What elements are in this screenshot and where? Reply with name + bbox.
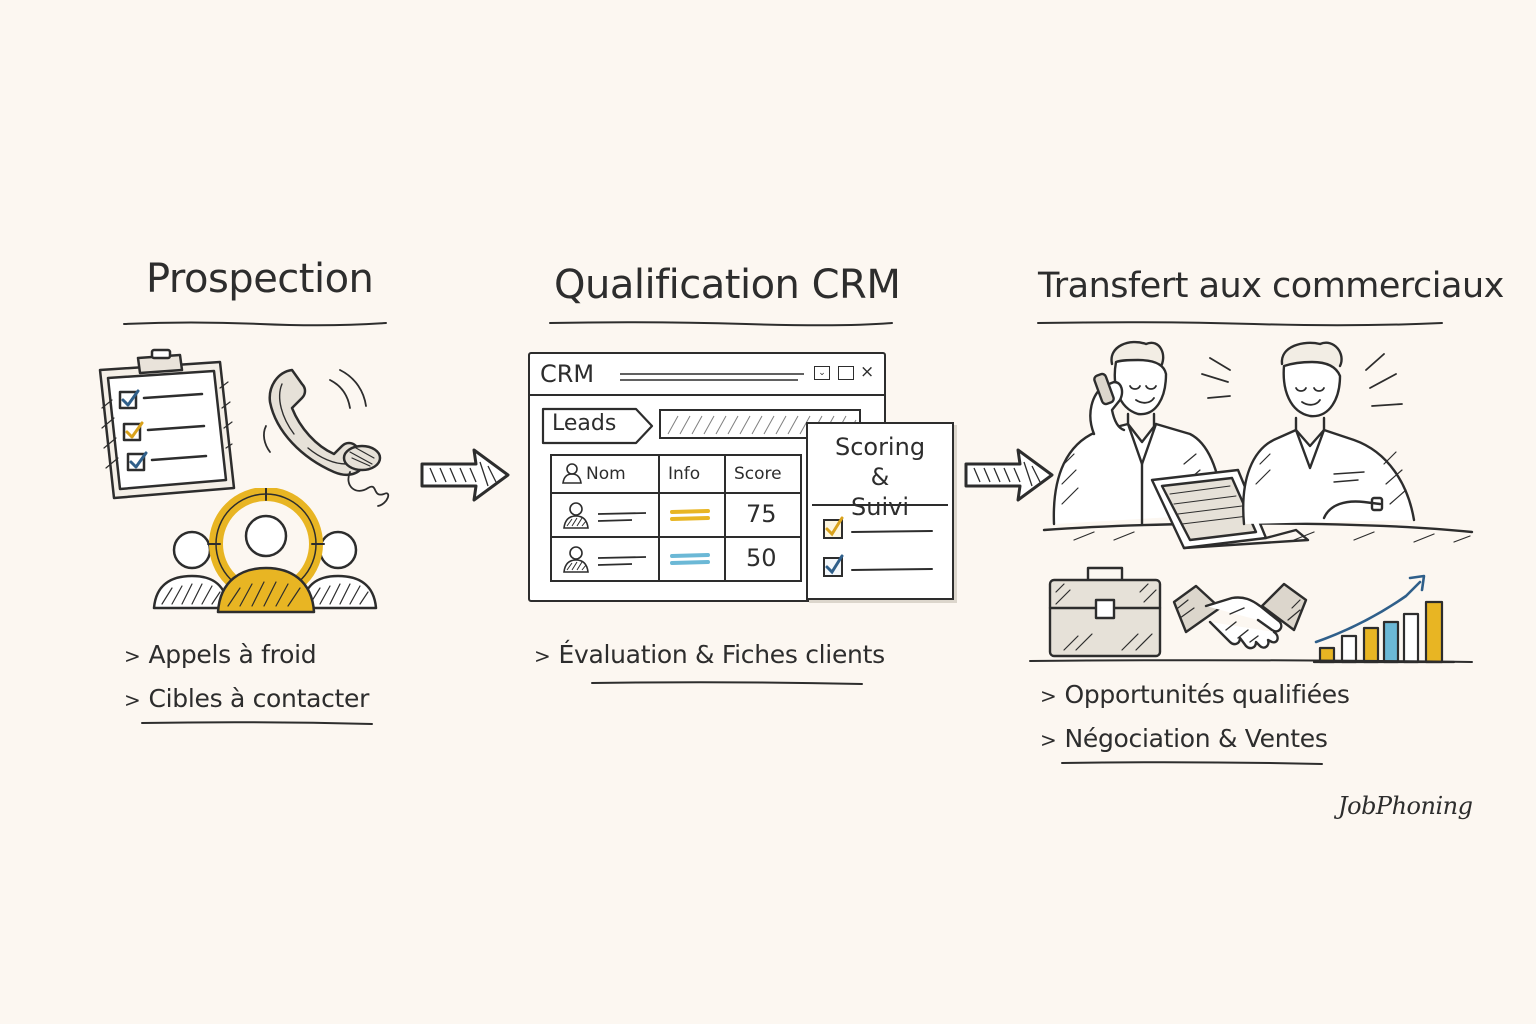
title-underline (123, 321, 387, 327)
column-header: Info (668, 464, 701, 484)
handshake-icon (1172, 582, 1308, 650)
briefcase-icon (1048, 566, 1162, 658)
phone-handset-icon (263, 368, 390, 507)
stage-title-transfert: Transfert aux commerciaux (1038, 266, 1504, 306)
icons-baseline (1029, 659, 1473, 663)
score-value: 50 (746, 544, 777, 572)
title-underline (1037, 321, 1443, 327)
info-indicator (670, 509, 710, 521)
leads-table: Nom Info Score 75 (550, 454, 802, 582)
user-icon (563, 502, 647, 529)
leads-tab-label: Leads (552, 411, 617, 436)
title-underline (549, 321, 893, 327)
brand-signature: JobPhoning (1338, 792, 1473, 820)
bullet-item: >Cibles à contacter (124, 684, 370, 713)
bullets-underline (141, 721, 373, 725)
column-header: Nom (586, 464, 626, 484)
stage-title-prospection: Prospection (146, 256, 374, 302)
bullets-underline (1061, 761, 1323, 765)
leads-tab[interactable] (540, 406, 656, 446)
bullet-item: >Opportunités qualifiées (1040, 680, 1350, 709)
maximize-icon[interactable] (838, 366, 854, 380)
clipboard-checklist-icon (98, 348, 236, 500)
bullet-item: >Appels à froid (124, 640, 317, 669)
bullet-item: >Négociation & Ventes (1040, 724, 1328, 753)
scoring-card: Scoring & Suivi (806, 422, 954, 600)
score-value: 75 (746, 500, 777, 528)
crm-window-title: CRM (540, 360, 595, 388)
close-icon[interactable]: × (860, 362, 875, 382)
info-indicator (670, 553, 710, 565)
growth-chart-icon (1312, 574, 1456, 664)
flow-arrow-icon (420, 448, 510, 502)
minimize-icon[interactable]: ⌄ (814, 366, 830, 380)
title-bar-divider (530, 394, 884, 396)
target-audience-icon (152, 488, 378, 614)
user-icon (563, 546, 647, 573)
scoring-card-title: Scoring & Suivi (834, 433, 926, 521)
bullets-underline (591, 681, 863, 685)
flow-arrow-icon (964, 448, 1054, 502)
title-bar-lines (620, 373, 804, 381)
scoring-checklist (823, 516, 933, 577)
column-header: Score (734, 464, 782, 484)
stage-title-qualification: Qualification CRM (554, 262, 901, 308)
salespeople-meeting-icon (1042, 340, 1474, 550)
bullet-item: >Évaluation & Fiches clients (534, 640, 885, 669)
user-icon (562, 463, 582, 484)
